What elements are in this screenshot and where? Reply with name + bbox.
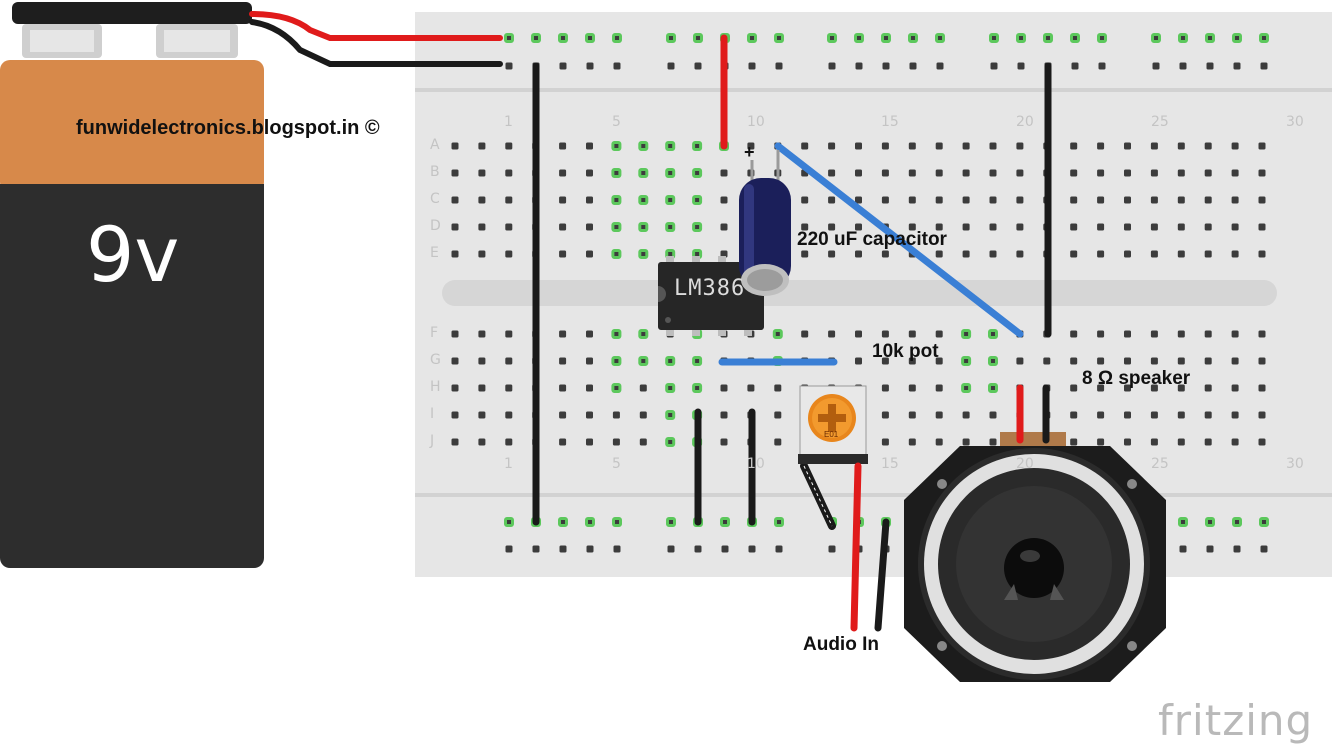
row-label: I — [430, 406, 435, 422]
row-label: C — [430, 191, 440, 207]
speaker — [904, 384, 1166, 682]
row-label: E — [430, 245, 439, 261]
audio-in-label: Audio In — [803, 634, 879, 655]
capacitor-label: 220 uF capacitor — [797, 229, 947, 250]
column-number: 1 — [504, 456, 513, 472]
column-number: 15 — [881, 114, 899, 130]
column-number: 30 — [1286, 114, 1304, 130]
breadboard-center-channel — [442, 280, 1277, 306]
watermark-text: funwidelectronics.blogspot.in © — [76, 117, 380, 139]
column-number: 15 — [881, 456, 899, 472]
row-label: A — [430, 137, 440, 153]
battery-voltage-label: 9v — [86, 210, 180, 299]
battery-red-lead — [249, 11, 503, 41]
column-number: 5 — [612, 456, 621, 472]
row-label: B — [430, 164, 440, 180]
breadboard — [415, 12, 1332, 577]
row-label: D — [430, 218, 441, 234]
row-label: J — [430, 433, 435, 449]
battery-9v — [0, 2, 264, 568]
chip-label: LM386 — [674, 276, 746, 301]
row-label: G — [430, 352, 441, 368]
column-number: 20 — [1016, 456, 1034, 472]
column-number: 5 — [612, 114, 621, 130]
battery-black-lead — [249, 19, 503, 67]
pot-label: 10k pot — [872, 341, 939, 362]
column-number: 30 — [1286, 456, 1304, 472]
speaker-label: 8 Ω speaker — [1082, 368, 1191, 389]
column-number: 10 — [747, 456, 765, 472]
lm386-chip — [658, 256, 764, 336]
column-number: 10 — [747, 114, 765, 130]
battery-top-band — [0, 60, 264, 192]
electrolytic-capacitor — [739, 150, 791, 296]
row-label: H — [430, 379, 441, 395]
capacitor-polarity-mark: + — [744, 142, 755, 162]
row-label: F — [430, 325, 439, 341]
column-number: 25 — [1151, 114, 1169, 130]
audio-in-black-lead — [874, 518, 890, 632]
capacitor-to-speaker-wire — [774, 142, 1024, 338]
battery-body — [0, 184, 264, 568]
column-number: 20 — [1016, 114, 1034, 130]
column-number: 1 — [504, 114, 513, 130]
audio-in-red-lead — [850, 462, 862, 632]
pot-code: E01 — [824, 430, 839, 439]
column-number: 25 — [1151, 456, 1169, 472]
potentiometer-10k — [798, 385, 868, 464]
fritzing-logo: fritzing — [1158, 696, 1314, 745]
